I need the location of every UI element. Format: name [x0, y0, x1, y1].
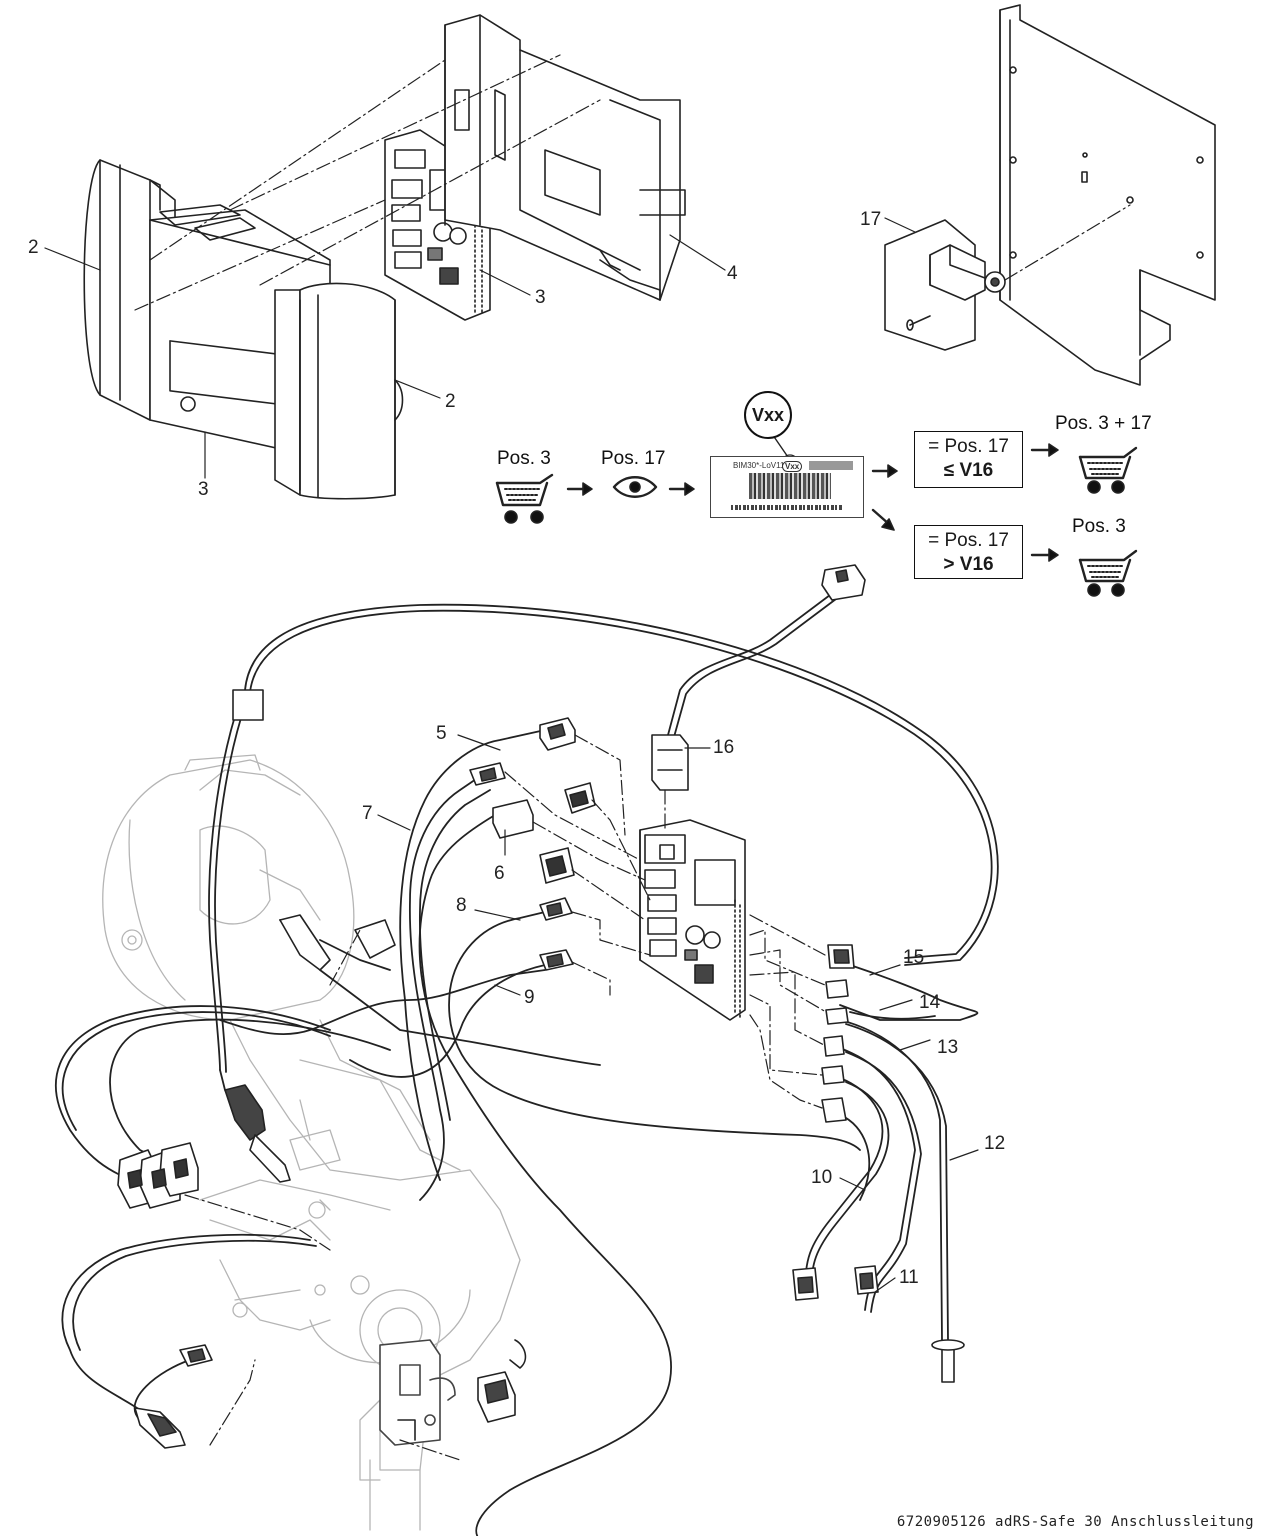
- callout-16: 16: [713, 737, 735, 758]
- callout-14: 14: [919, 992, 941, 1013]
- callout-8: 8: [456, 895, 467, 916]
- flow-step-pos17: Pos. 17: [601, 448, 666, 469]
- callout-7: 7: [362, 803, 373, 824]
- branch-le-line1: = Pos. 17: [928, 436, 1009, 457]
- product-label: BIM30*-LoV11 Vxx: [710, 456, 864, 518]
- arrow-right-icon-3: [871, 464, 898, 478]
- barcode-strip-bottom: [731, 505, 843, 510]
- arrow-diagonal-icon: [871, 508, 895, 531]
- branch-le-line2: ≤ V16: [943, 459, 994, 481]
- flow-step-pos3: Pos. 3: [497, 448, 551, 469]
- switch-assembly-17: [884, 204, 1131, 351]
- branch-gt-line1: = Pos. 17: [928, 530, 1009, 551]
- arrow-right-icon-2: [668, 482, 695, 496]
- callout-10: 10: [811, 1167, 833, 1188]
- callout-6: 6: [494, 863, 505, 884]
- branch-le-result: Pos. 3 + 17: [1055, 413, 1152, 434]
- gas-valve: [379, 1339, 456, 1446]
- shopping-cart-icon-1: [495, 473, 554, 524]
- arrow-right-icon-1: [566, 482, 593, 496]
- callout-9: 9: [524, 987, 535, 1008]
- product-label-badge: Vxx: [782, 461, 803, 472]
- branch-gt-box: = Pos. 17 > V16: [914, 525, 1023, 579]
- callout-17: 17: [860, 209, 882, 230]
- callout-11: 11: [899, 1267, 919, 1288]
- callout-3-housing: 3: [198, 479, 209, 500]
- branch-le-box: = Pos. 17 ≤ V16: [914, 431, 1023, 488]
- callout-5: 5: [436, 723, 447, 744]
- callout-15: 15: [903, 947, 925, 968]
- product-label-text: BIM30*-LoV11: [733, 461, 785, 470]
- callout-leaders-bottom: [377, 734, 979, 1293]
- callout-3-board: 3: [535, 287, 546, 308]
- callout-4: 4: [727, 263, 738, 284]
- burner-assembly: [102, 754, 521, 1531]
- shopping-cart-icon-2: [1078, 446, 1138, 494]
- callout-2-left: 2: [28, 237, 39, 258]
- cable-harness: [55, 594, 999, 1536]
- connectors: [117, 564, 965, 1449]
- figure-reference: 6720905126 adRS-Safe 30 Anschlussleitung: [896, 1514, 1254, 1530]
- branch-gt-result: Pos. 3: [1072, 516, 1126, 537]
- callout-2-right: 2: [445, 391, 456, 412]
- callout-13: 13: [937, 1037, 959, 1058]
- matrix-code: [749, 473, 831, 499]
- eye-icon: [612, 476, 658, 498]
- cover-half-right: [274, 282, 404, 500]
- barcode-strip-top: [809, 461, 853, 470]
- rear-frame: [444, 14, 686, 301]
- version-code-badge: Vxx: [744, 391, 792, 439]
- callout-12: 12: [984, 1133, 1006, 1154]
- arrow-right-icon-4: [1030, 443, 1059, 457]
- callout-leaders-top: [44, 217, 916, 479]
- assembly-lines-bottom: [184, 734, 827, 1461]
- shopping-cart-icon-3: [1078, 549, 1138, 597]
- mounting-plate: [999, 4, 1216, 386]
- arrow-right-icon-5: [1030, 548, 1059, 562]
- assembly-lines-top: [134, 54, 601, 311]
- branch-gt-line2: > V16: [943, 553, 994, 575]
- main-pcb: [639, 819, 746, 1021]
